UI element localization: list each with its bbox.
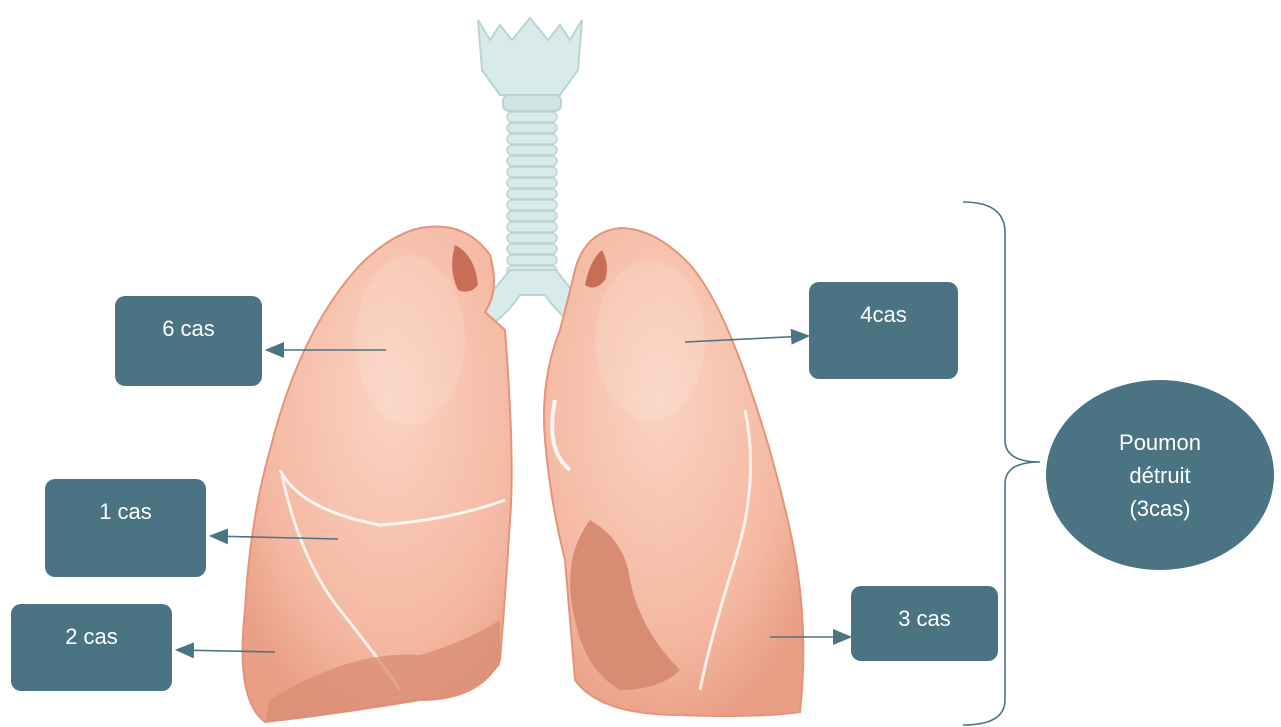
label-lower-left-text: 2 cas bbox=[65, 624, 118, 691]
right-lung-illustration bbox=[544, 228, 803, 716]
trachea-ring bbox=[507, 123, 557, 133]
label-upper-left-text: 6 cas bbox=[162, 316, 215, 386]
label-upper-right-text: 4cas bbox=[860, 302, 906, 379]
trachea-ring bbox=[507, 222, 557, 232]
label-upper-left-lobe: 6 cas bbox=[115, 296, 262, 386]
label-upper-right-lobe: 4cas bbox=[809, 282, 958, 379]
trachea-ring bbox=[507, 167, 557, 177]
label-middle-left-text: 1 cas bbox=[99, 499, 152, 577]
label-lower-left-lobe: 2 cas bbox=[11, 604, 172, 691]
trachea-ring bbox=[507, 211, 557, 221]
destroyed-line-1: Poumon bbox=[1080, 426, 1240, 459]
destroyed-lung-ellipse: Poumon détruit (3cas) bbox=[1046, 380, 1274, 570]
destroyed-line-3: (3cas) bbox=[1080, 492, 1240, 525]
label-lower-right-text: 3 cas bbox=[898, 606, 951, 661]
trachea-ring bbox=[507, 233, 557, 243]
trachea-ring bbox=[507, 112, 557, 122]
trachea-ring bbox=[507, 178, 557, 188]
trachea-ring bbox=[507, 189, 557, 199]
trachea-ring bbox=[507, 244, 557, 254]
trachea-ring bbox=[507, 134, 557, 144]
destroyed-line-2: détruit bbox=[1080, 459, 1240, 492]
trachea-ring bbox=[507, 255, 557, 265]
trachea-ring bbox=[507, 145, 557, 155]
label-middle-left-lobe: 1 cas bbox=[45, 479, 206, 577]
trachea-ring bbox=[507, 156, 557, 166]
label-lower-right-lobe: 3 cas bbox=[851, 586, 998, 661]
trachea-ring bbox=[507, 200, 557, 210]
left-lung-illustration bbox=[243, 227, 512, 722]
